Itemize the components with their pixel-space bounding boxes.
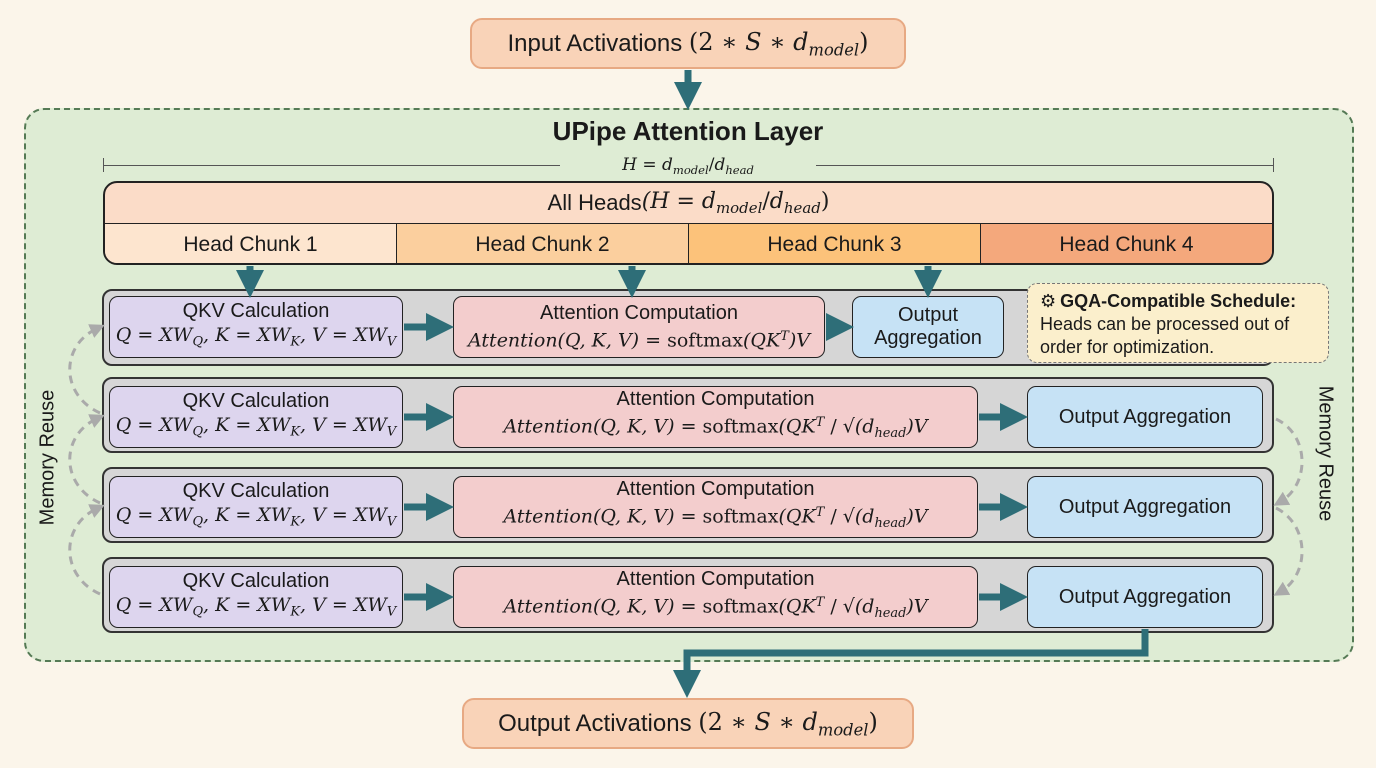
memory-reuse-right-arrow-2 bbox=[1273, 506, 1304, 596]
dimension-tick-left bbox=[103, 158, 104, 172]
head-chunk-3: Head Chunk 3 bbox=[689, 224, 981, 263]
all-heads-bar: All Heads (H = dmodel/dhead) Head Chunk … bbox=[103, 181, 1274, 265]
attention-computation-box: Attention Computation Attention(Q, K, V)… bbox=[453, 566, 978, 628]
qkv-formula: Q = XWQ, K = XWK, V = XWV bbox=[115, 323, 397, 350]
output-aggregation-box: Output Aggregation bbox=[852, 296, 1004, 358]
layer-title: UPipe Attention Layer bbox=[552, 116, 824, 146]
memory-reuse-left-arrow-3 bbox=[68, 504, 105, 596]
qkv-calculation-box: QKV Calculation Q = XWQ, K = XWK, V = XW… bbox=[109, 566, 403, 628]
dimension-label: H = dmodel/dhead bbox=[560, 155, 816, 178]
attention-formula: Attention(Q, K, V) = softmax(QKT / √(dhe… bbox=[503, 415, 928, 441]
output-aggregation-box: Output Aggregation bbox=[1027, 476, 1263, 538]
input-activations-label: Input Activations bbox=[507, 29, 683, 57]
head-chunk-1: Head Chunk 1 bbox=[105, 224, 397, 263]
memory-reuse-left-arrow-1 bbox=[68, 324, 105, 415]
attention-formula: Attention(Q, K, V) = softmax(QKT / √(dhe… bbox=[503, 505, 928, 531]
head-chunk-2: Head Chunk 2 bbox=[397, 224, 689, 263]
memory-reuse-right-arrow-1 bbox=[1273, 417, 1304, 506]
memory-reuse-left-arrow-2 bbox=[68, 414, 105, 505]
gqa-schedule-note: ⚙GQA-Compatible Schedule: Heads can be p… bbox=[1027, 283, 1329, 363]
output-activations-box: Output Activations (2 ∗ S ∗ dmodel) bbox=[462, 698, 914, 749]
attention-formula: Attention(Q, K, V) = softmax(QKT / √(dhe… bbox=[503, 595, 928, 621]
attention-computation-box: Attention Computation Attention(Q, K, V)… bbox=[453, 386, 978, 448]
qkv-formula: Q = XWQ, K = XWK, V = XWV bbox=[115, 413, 397, 440]
input-activations-formula: (2 ∗ S ∗ dmodel) bbox=[688, 27, 869, 60]
qkv-calculation-box: QKV Calculation Q = XWQ, K = XWK, V = XW… bbox=[109, 476, 403, 538]
attention-computation-box: Attention Computation Attention(Q, K, V)… bbox=[453, 296, 825, 358]
head-chunk-4: Head Chunk 4 bbox=[981, 224, 1272, 263]
output-activations-formula: (2 ∗ S ∗ dmodel) bbox=[698, 707, 878, 740]
qkv-formula: Q = XWQ, K = XWK, V = XWV bbox=[115, 503, 397, 530]
qkv-formula: Q = XWQ, K = XWK, V = XWV bbox=[115, 593, 397, 620]
output-aggregation-box: Output Aggregation bbox=[1027, 566, 1263, 628]
qkv-calculation-box: QKV Calculation Q = XWQ, K = XWK, V = XW… bbox=[109, 386, 403, 448]
qkv-calculation-box: QKV Calculation Q = XWQ, K = XWK, V = XW… bbox=[109, 296, 403, 358]
output-arrow bbox=[673, 629, 1149, 698]
all-heads-title: All Heads (H = dmodel/dhead) bbox=[105, 183, 1272, 224]
input-activations-box: Input Activations (2 ∗ S ∗ dmodel) bbox=[470, 18, 906, 69]
attention-computation-box: Attention Computation Attention(Q, K, V)… bbox=[453, 476, 978, 538]
gears-icon: ⚙ bbox=[1040, 291, 1057, 311]
dimension-tick-right bbox=[1273, 158, 1274, 172]
attention-formula: Attention(Q, K, V) = softmax(QKT)V bbox=[468, 328, 810, 352]
output-activations-label: Output Activations bbox=[498, 709, 692, 737]
output-aggregation-box: Output Aggregation bbox=[1027, 386, 1263, 448]
